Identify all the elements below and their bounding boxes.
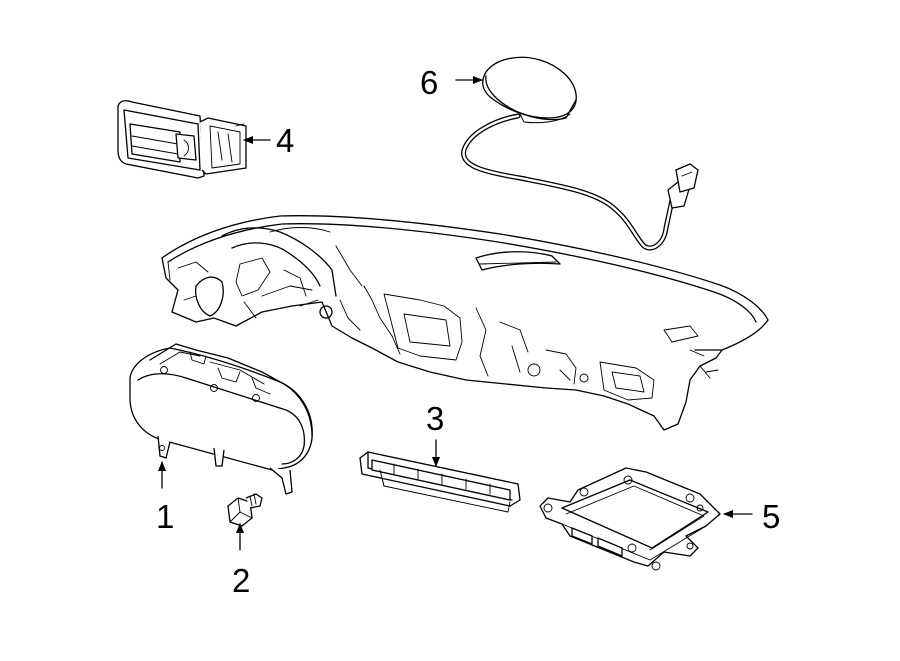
- callout-label-5: 5: [762, 498, 780, 535]
- mounting-bolt: [227, 493, 263, 527]
- switch-panel: [359, 451, 521, 513]
- callout-arrows: [158, 76, 753, 551]
- vent-bezel: [117, 100, 247, 179]
- callout-label-1: 1: [156, 498, 174, 535]
- callout-label-2: 2: [232, 562, 250, 599]
- antenna-connector: [667, 163, 699, 209]
- callout-labels: 1 2 3 4 5 6: [156, 64, 780, 599]
- callout-label-4: 4: [276, 122, 294, 159]
- instrument-panel: [161, 215, 769, 431]
- control-module: [539, 467, 721, 571]
- antenna-module: [482, 56, 577, 124]
- callout-label-3: 3: [426, 400, 444, 437]
- instrument-cluster: [129, 343, 313, 495]
- antenna-cable: [461, 113, 675, 251]
- callout-label-6: 6: [420, 64, 438, 101]
